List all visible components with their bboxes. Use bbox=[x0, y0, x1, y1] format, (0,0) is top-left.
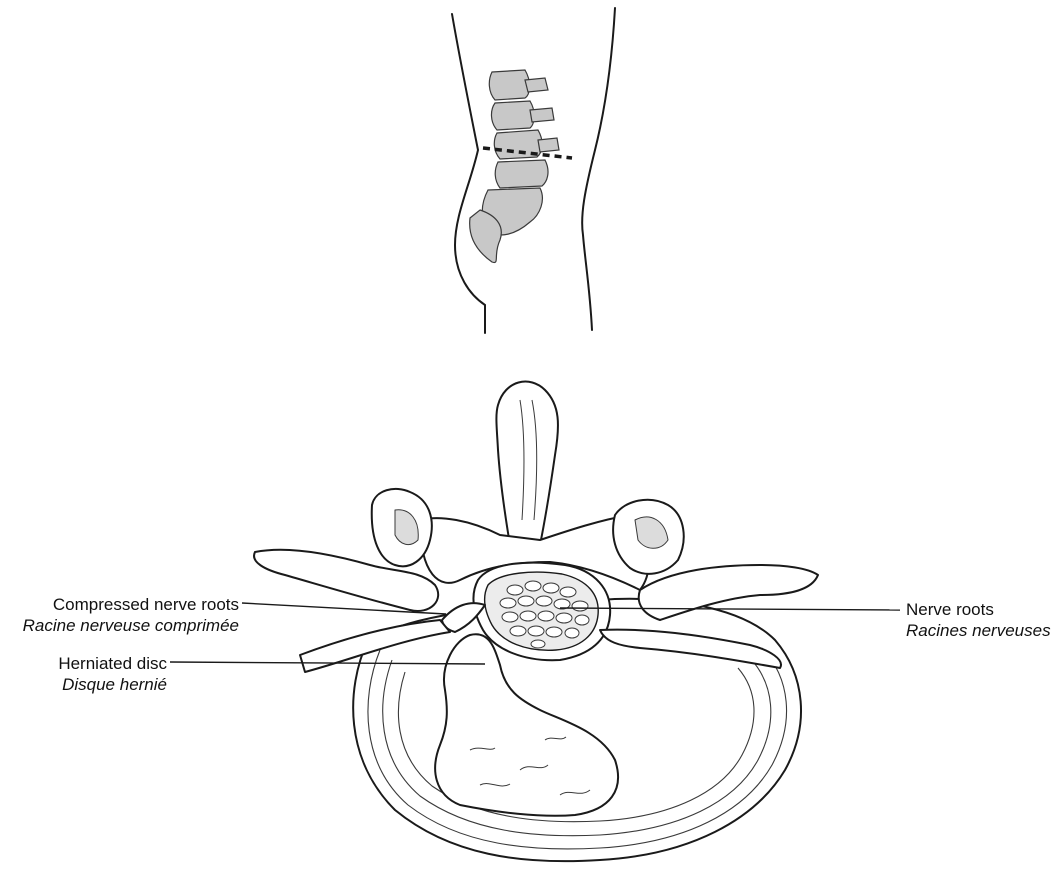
label-compressed-nerve-roots: Compressed nerve roots Racine nerveuse c… bbox=[23, 594, 239, 636]
label-nerve-roots: Nerve roots Racines nerveuses bbox=[906, 599, 1051, 641]
label-herniated-disc: Herniated disc Disque hernié bbox=[58, 653, 167, 695]
label-nerve-roots-en: Nerve roots bbox=[906, 599, 1051, 620]
label-herniated-fr: Disque hernié bbox=[58, 674, 167, 695]
label-compressed-en: Compressed nerve roots bbox=[23, 594, 239, 615]
label-nerve-roots-fr: Racines nerveuses bbox=[906, 620, 1051, 641]
right-transverse-process bbox=[639, 565, 818, 620]
lumbar-spine-shaded bbox=[470, 70, 559, 263]
label-compressed-fr: Racine nerveuse comprimée bbox=[23, 615, 239, 636]
vertebra-axial-view bbox=[254, 382, 818, 862]
label-herniated-en: Herniated disc bbox=[58, 653, 167, 674]
spinous-process bbox=[496, 382, 558, 545]
